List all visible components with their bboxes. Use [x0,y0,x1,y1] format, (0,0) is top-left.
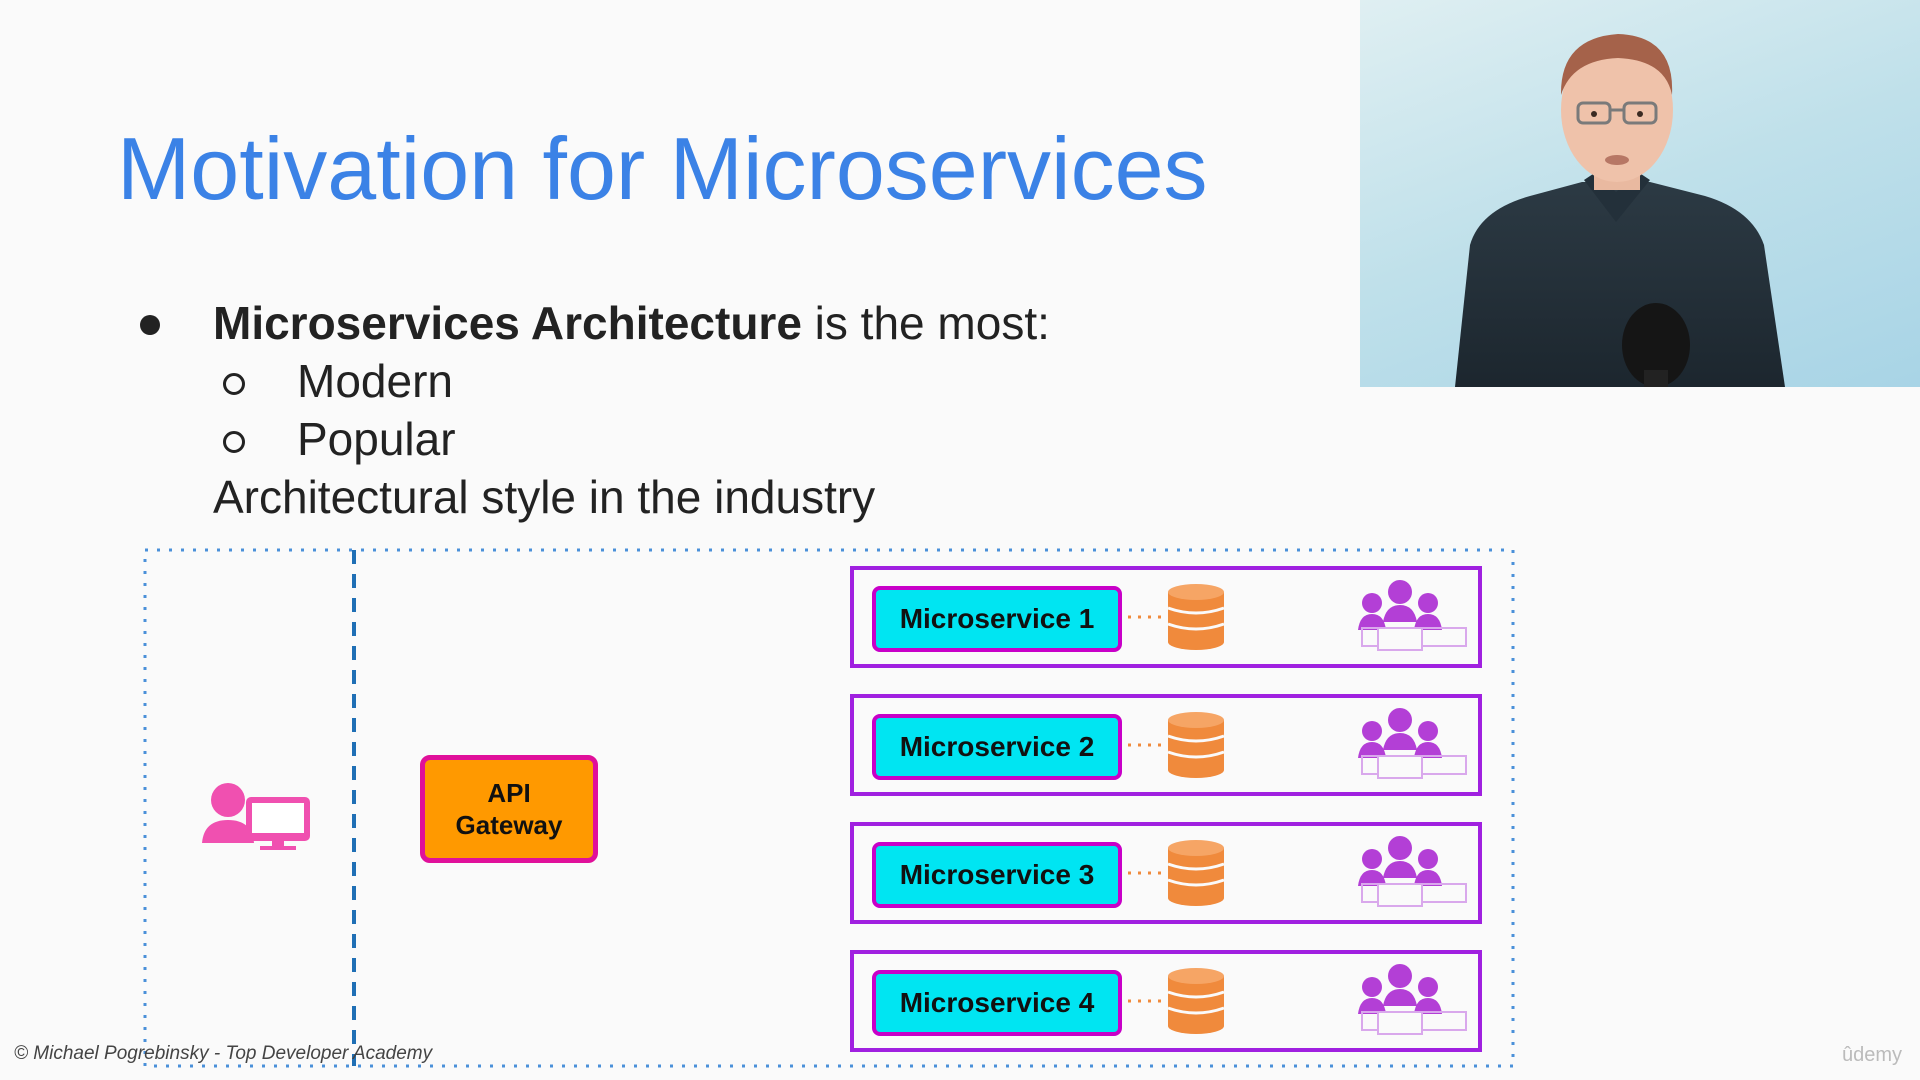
gateway-label-line2: Gateway [455,810,563,840]
presenter-figure-icon [1455,34,1785,387]
copyright-footer: © Michael Pogrebinsky - Top Developer Ac… [14,1043,433,1064]
closing-line: Architectural style in the industry [213,471,876,523]
microservice-3-box: Microservice 3 [872,842,1122,908]
database-icon [1167,968,1225,1034]
sub-bullet-ring [223,431,245,453]
team-icon [1358,708,1467,779]
bullet-line: Microservices Architecture is the most: [213,296,1050,350]
gateway-label-line1: API [487,778,531,808]
bullet-bold-text: Microservices Architecture [213,297,802,349]
microservice-1-box: Microservice 1 [872,586,1122,652]
bullet-rest-text: is the most: [801,297,1050,349]
service-row-2-icons [1128,708,1467,779]
service-row-4-icons [1128,964,1467,1035]
sub-item-modern: Modern [297,355,453,407]
brand-watermark: ûdemy [1842,1044,1903,1066]
team-icon [1358,836,1467,907]
page-title: Motivation for Microservices [117,119,1208,218]
service-row-1: Microservice 1 [850,566,1482,668]
service-row-1-icons [1128,580,1467,651]
bullet-dot [140,315,160,335]
service-row-3-icons [1128,836,1467,907]
presenter-video [1360,0,1920,387]
microservice-4-box: Microservice 4 [872,970,1122,1036]
microservice-2-box: Microservice 2 [872,714,1122,780]
team-icon [1358,580,1467,651]
database-icon [1167,712,1225,778]
service-row-4: Microservice 4 [850,950,1482,1052]
sub-bullet-ring [223,373,245,395]
database-icon [1167,840,1225,906]
api-gateway-box: API Gateway [420,755,598,863]
sub-item-popular: Popular [297,413,456,465]
database-icon [1167,584,1225,650]
team-icon [1358,964,1467,1035]
client-user-computer-icon [202,783,310,850]
service-row-3: Microservice 3 [850,822,1482,924]
service-row-2: Microservice 2 [850,694,1482,796]
